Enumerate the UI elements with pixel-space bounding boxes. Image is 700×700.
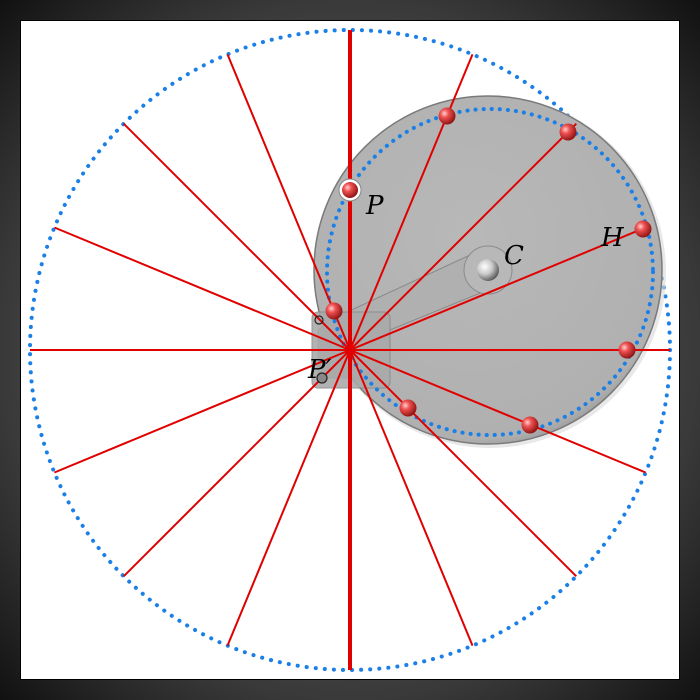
radial-line	[226, 54, 351, 351]
red-ball	[521, 416, 539, 434]
red-ball	[399, 399, 417, 417]
hinge-marker	[314, 315, 324, 325]
center-c-marker[interactable]	[477, 259, 499, 281]
radial-line	[54, 349, 351, 474]
radial-line	[226, 349, 351, 646]
origin-point	[346, 346, 354, 354]
radial-line	[349, 122, 578, 351]
label-p: P	[365, 191, 384, 221]
label-p-prime: P′	[307, 355, 331, 385]
radial-line	[349, 349, 646, 474]
inner-dotted-circle	[325, 107, 655, 437]
red-ball	[325, 302, 343, 320]
red-ball	[618, 341, 636, 359]
red-ball	[438, 107, 456, 125]
radial-line	[349, 54, 474, 351]
radial-line	[349, 226, 646, 351]
label-c: C	[504, 241, 524, 271]
red-ball	[634, 220, 652, 238]
red-balls	[325, 107, 652, 434]
red-ball	[559, 123, 577, 141]
radial-line	[349, 349, 474, 646]
radial-line	[54, 226, 351, 351]
point-p-prime-marker[interactable]	[316, 372, 328, 384]
radial-line	[349, 349, 578, 578]
radial-line	[122, 122, 351, 351]
radial-line	[122, 349, 351, 578]
point-p-marker[interactable]	[338, 178, 362, 202]
label-h: H	[600, 223, 625, 253]
